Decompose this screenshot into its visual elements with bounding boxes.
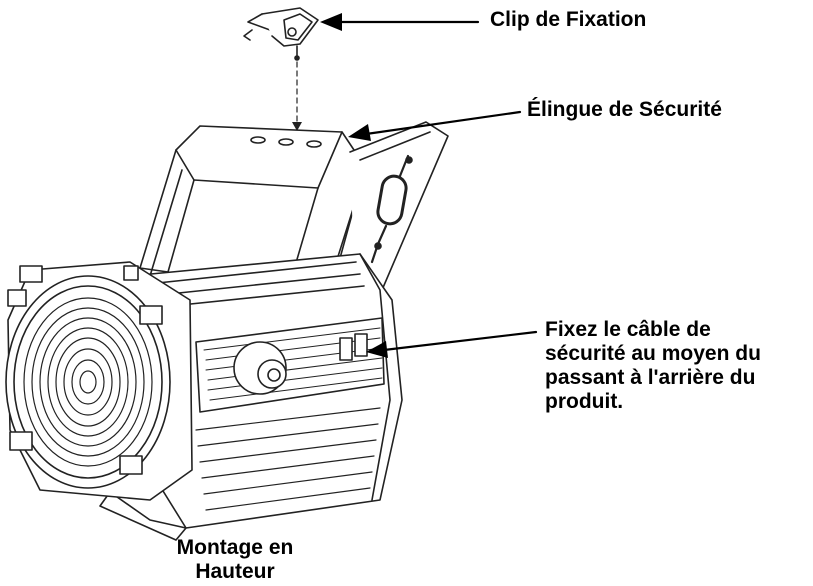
callout-arrows — [320, 13, 538, 358]
attach-line: passant à l'arrière du — [545, 366, 756, 389]
label-safety-sling: Élingue de Sécurité — [527, 98, 722, 121]
attach-line: sécurité au moyen du — [545, 342, 761, 365]
label-attach-instruction: Fixez le câble de sécurité au moyen du p… — [545, 318, 813, 414]
attach-line: produit. — [545, 390, 624, 413]
mount-line: Montage en — [176, 536, 294, 559]
front-lens — [5, 261, 193, 501]
label-clip: Clip de Fixation — [490, 8, 647, 31]
mount-line: Hauteur — [195, 560, 275, 583]
fixture-body — [99, 253, 403, 541]
attach-line: Fixez le câble de — [545, 318, 711, 341]
clamp-drawing — [243, 7, 319, 61]
label-mounting: Montage en Hauteur — [160, 536, 310, 584]
